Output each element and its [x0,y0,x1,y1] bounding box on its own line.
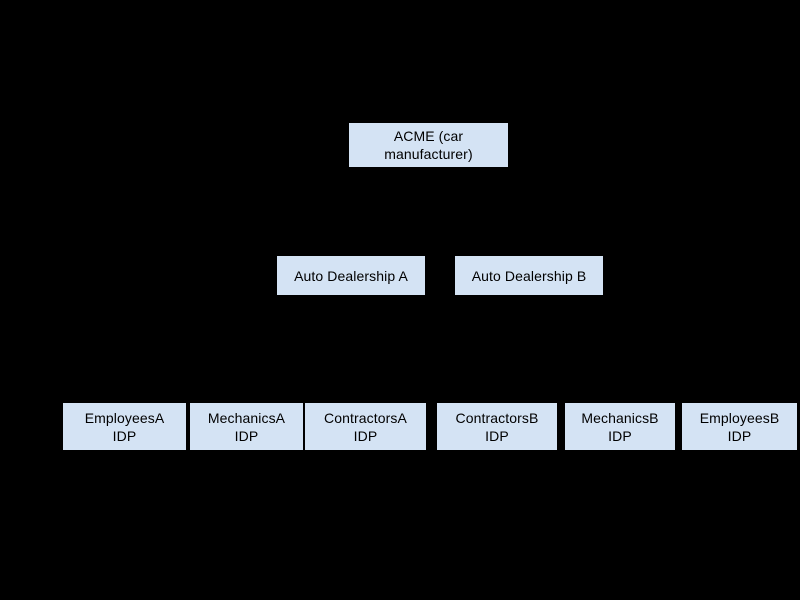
node-auto-dealership-b[interactable]: Auto Dealership B [455,256,603,295]
node-mechanics-b-idp-label: MechanicsB IDP [581,409,659,444]
node-contractors-a-idp-label: ContractorsA IDP [324,409,407,444]
node-acme[interactable]: ACME (car manufacturer) [349,123,508,167]
node-mechanics-b-idp[interactable]: MechanicsB IDP [565,403,675,450]
node-acme-label: ACME (car manufacturer) [384,128,473,162]
node-auto-dealership-a[interactable]: Auto Dealership A [277,256,425,295]
node-contractors-a-idp[interactable]: ContractorsA IDP [305,403,426,450]
node-employees-b-idp[interactable]: EmployeesB IDP [682,403,797,450]
node-auto-dealership-b-label: Auto Dealership B [471,267,587,284]
node-employees-a-idp-label: EmployeesA IDP [84,409,165,444]
node-employees-b-idp-label: EmployeesB IDP [699,409,780,444]
node-employees-a-idp[interactable]: EmployeesA IDP [63,403,186,450]
node-contractors-b-idp[interactable]: ContractorsB IDP [437,403,557,450]
node-contractors-b-idp-label: ContractorsB IDP [455,409,539,444]
node-mechanics-a-idp-label: MechanicsA IDP [207,409,286,444]
node-mechanics-a-idp[interactable]: MechanicsA IDP [190,403,303,450]
node-auto-dealership-a-label: Auto Dealership A [294,267,408,284]
